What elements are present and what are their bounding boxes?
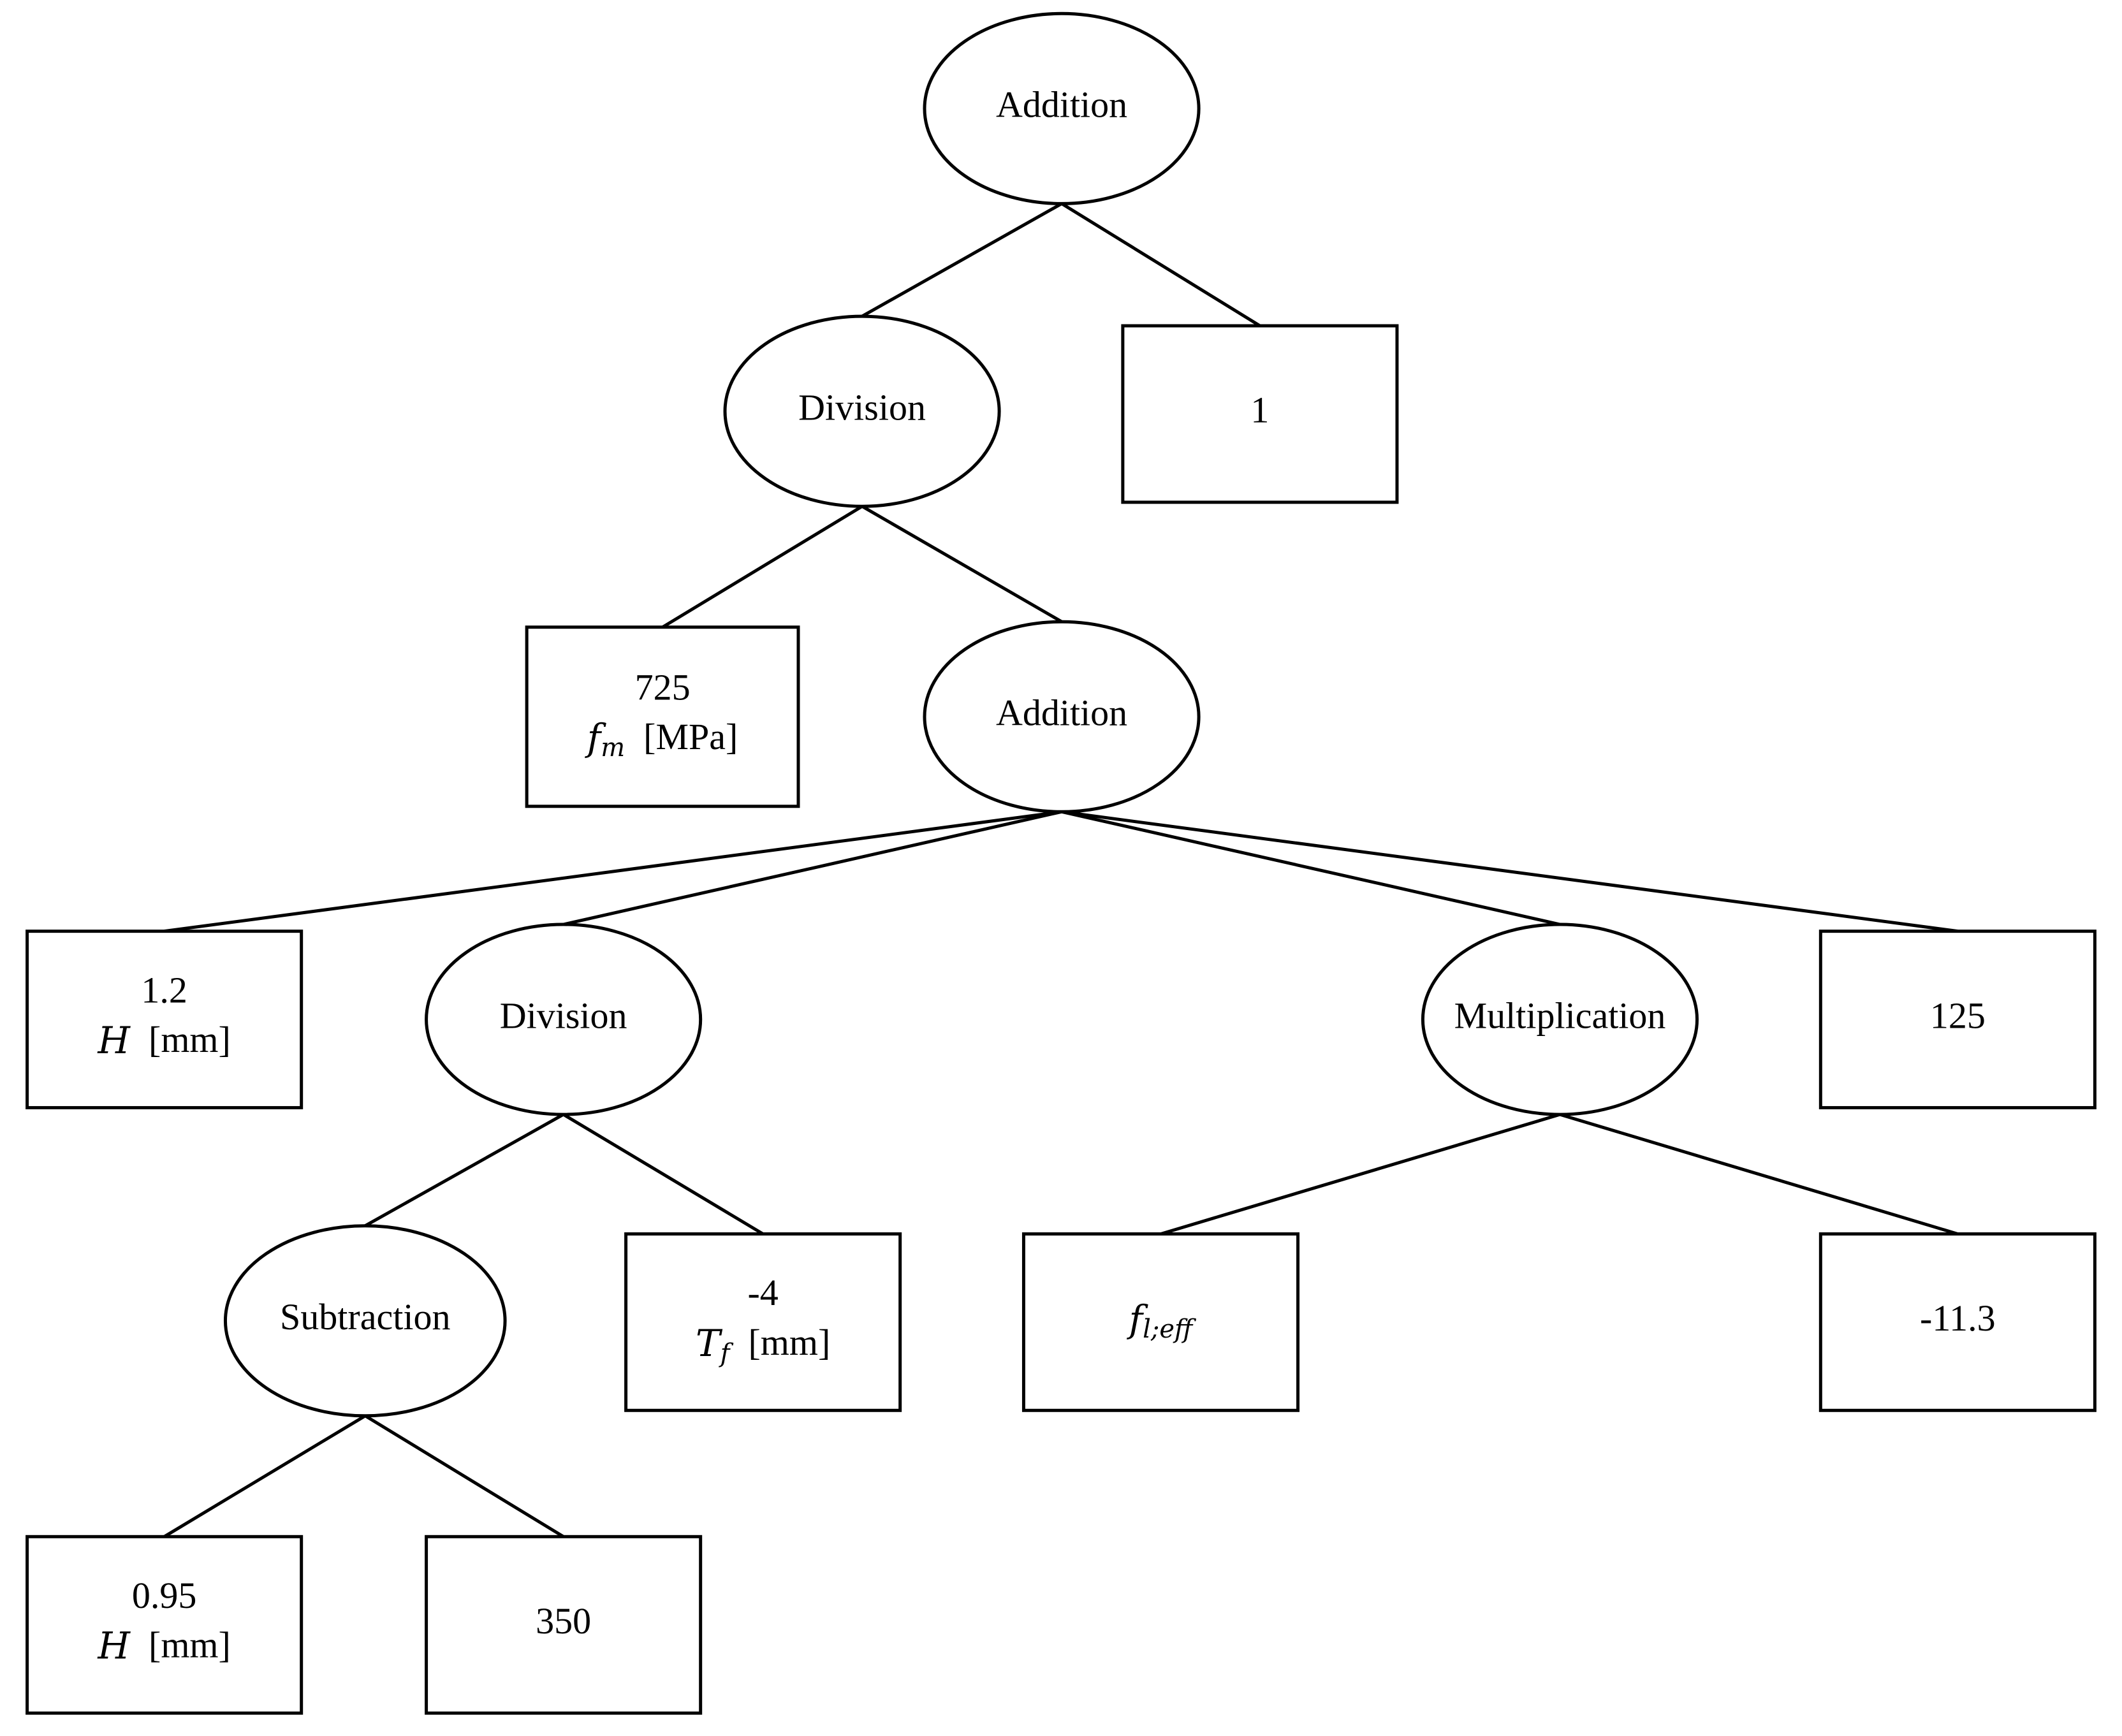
operator-label: Addition — [996, 692, 1127, 734]
leaf-value: 350 — [536, 1600, 591, 1642]
edge-division-inner-to-leaf-tf — [562, 1112, 764, 1236]
edge-root-addition-to-division-top — [861, 202, 1063, 318]
operator-label: Division — [500, 995, 627, 1036]
operator-node-division-top: Division — [723, 314, 1001, 508]
leaf-value: -4 — [747, 1272, 778, 1313]
leaf-node-leaf-neg113: -11.3 — [1818, 1232, 2096, 1412]
edge-addition-inner-to-leaf-125 — [1061, 810, 1958, 933]
leaf-value: 725 — [635, 667, 691, 708]
operator-ellipse — [923, 620, 1201, 813]
operator-label: Addition — [996, 84, 1127, 126]
operator-label: Multiplication — [1454, 995, 1666, 1036]
edge-subtraction-to-leaf-h-2 — [163, 1414, 367, 1538]
operator-label: Subtraction — [280, 1296, 450, 1338]
symbol-variable: H — [97, 1624, 131, 1668]
unit-label: [MPa] — [625, 717, 738, 758]
leaf-node-leaf-tf: -4 Tf [mm] — [624, 1232, 902, 1412]
edge-addition-inner-to-division-inner — [563, 810, 1062, 926]
operator-node-division-inner: Division — [425, 923, 703, 1116]
leaf-value: 1 — [1250, 390, 1269, 431]
leaf-node-leaf-125: 125 — [1818, 930, 2096, 1109]
edge-addition-inner-to-multiplication — [1061, 810, 1561, 926]
leaf-box — [26, 930, 304, 1109]
leaf-box — [1818, 930, 2096, 1109]
edge-multiplication-to-leaf-fleff — [1160, 1112, 1561, 1236]
leaf-variable: Tf [mm] — [696, 1322, 830, 1368]
edge-division-inner-to-subtraction — [364, 1112, 564, 1227]
operator-node-addition-inner: Addition — [923, 620, 1201, 813]
operator-ellipse — [923, 11, 1201, 205]
leaf-value: 1.2 — [141, 969, 187, 1010]
edge-division-top-to-leaf-fm — [661, 505, 863, 629]
leaf-variable: H [mm] — [97, 1019, 230, 1062]
symbol-subscript: l;eff — [1143, 1315, 1197, 1344]
leaf-box — [1121, 324, 1399, 504]
operator-node-subtraction: Subtraction — [223, 1224, 507, 1418]
operator-ellipse — [1421, 923, 1699, 1116]
operator-ellipse — [223, 1224, 507, 1418]
leaf-node-leaf-h-1: 1.2H [mm] — [26, 930, 304, 1109]
leaf-value: -11.3 — [1920, 1297, 1996, 1339]
leaf-node-leaf-h-2: 0.95H [mm] — [26, 1535, 304, 1715]
operator-ellipse — [425, 923, 703, 1116]
leaf-node-leaf-fleff: fl;eff — [1021, 1232, 1300, 1412]
edge-multiplication-to-leaf-neg113 — [1559, 1112, 1959, 1236]
unit-label: [mm] — [729, 1322, 830, 1363]
symbol-variable: T — [696, 1322, 723, 1365]
unit-label: [mm] — [130, 1624, 231, 1666]
symbol-subscript: m — [601, 733, 625, 762]
edge-division-top-to-addition-inner — [861, 505, 1063, 624]
leaf-variable: H [mm] — [97, 1624, 230, 1668]
leaf-value: 0.95 — [132, 1575, 197, 1616]
leaf-box — [425, 1535, 703, 1715]
leaf-node-leaf-350: 350 — [425, 1535, 703, 1715]
edge-addition-inner-to-leaf-h-1 — [164, 810, 1062, 933]
leaf-node-leaf-fm: 725 fm [MPa] — [525, 625, 800, 808]
edge-subtraction-to-leaf-350 — [364, 1414, 564, 1538]
operator-node-multiplication: Multiplication — [1421, 923, 1699, 1116]
leaf-value: 125 — [1930, 995, 1986, 1036]
tree-edges — [163, 202, 1959, 1538]
edge-root-addition-to-leaf-one — [1060, 202, 1261, 328]
leaf-node-leaf-one: 1 — [1121, 324, 1399, 504]
operator-label: Division — [798, 386, 926, 428]
symbol-variable: H — [97, 1019, 131, 1062]
operator-node-root-addition: Addition — [923, 11, 1201, 205]
leaf-variable: fm [MPa] — [585, 716, 738, 762]
leaf-box — [1818, 1232, 2096, 1412]
leaf-box — [525, 625, 800, 808]
leaf-box — [1021, 1232, 1300, 1412]
operator-ellipse — [723, 314, 1001, 508]
unit-label: [mm] — [130, 1019, 231, 1060]
leaf-box — [26, 1535, 304, 1715]
leaf-box — [624, 1232, 902, 1412]
